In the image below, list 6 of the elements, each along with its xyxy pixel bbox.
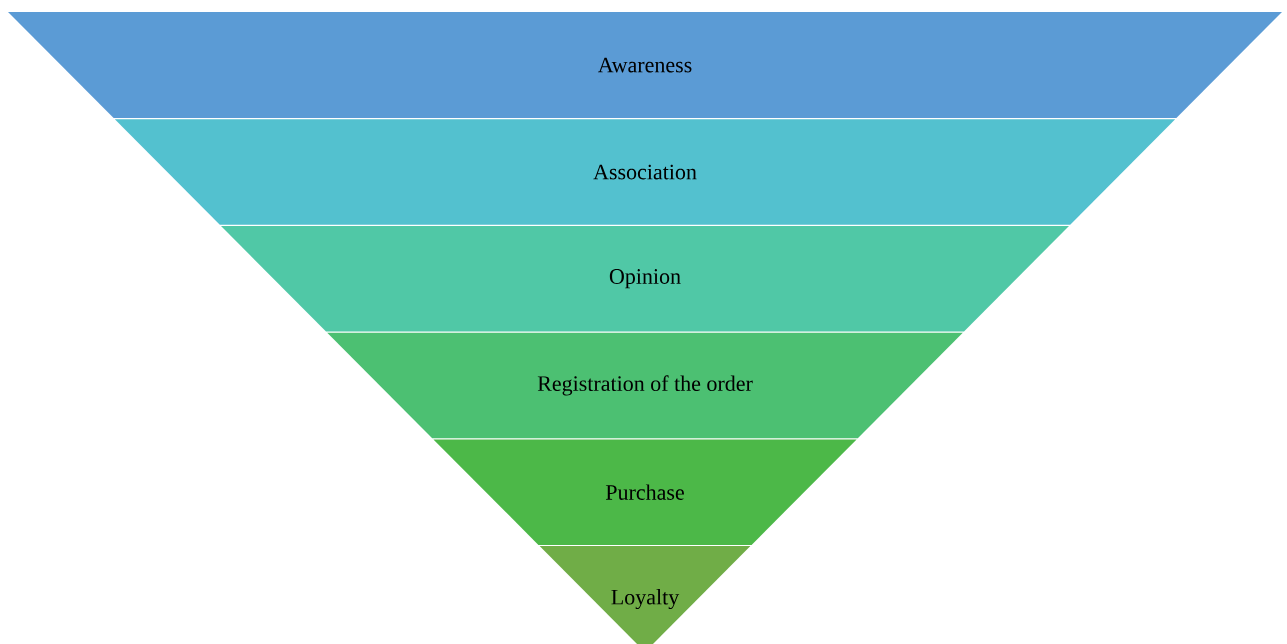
funnel-band: Loyalty	[539, 546, 751, 644]
funnel-band: Purchase	[433, 439, 857, 545]
funnel-band: Opinion	[221, 226, 1069, 332]
funnel-band: Association	[114, 119, 1176, 225]
funnel-band: Awareness	[8, 12, 1282, 119]
funnel-band: Registration of the order	[327, 332, 963, 439]
